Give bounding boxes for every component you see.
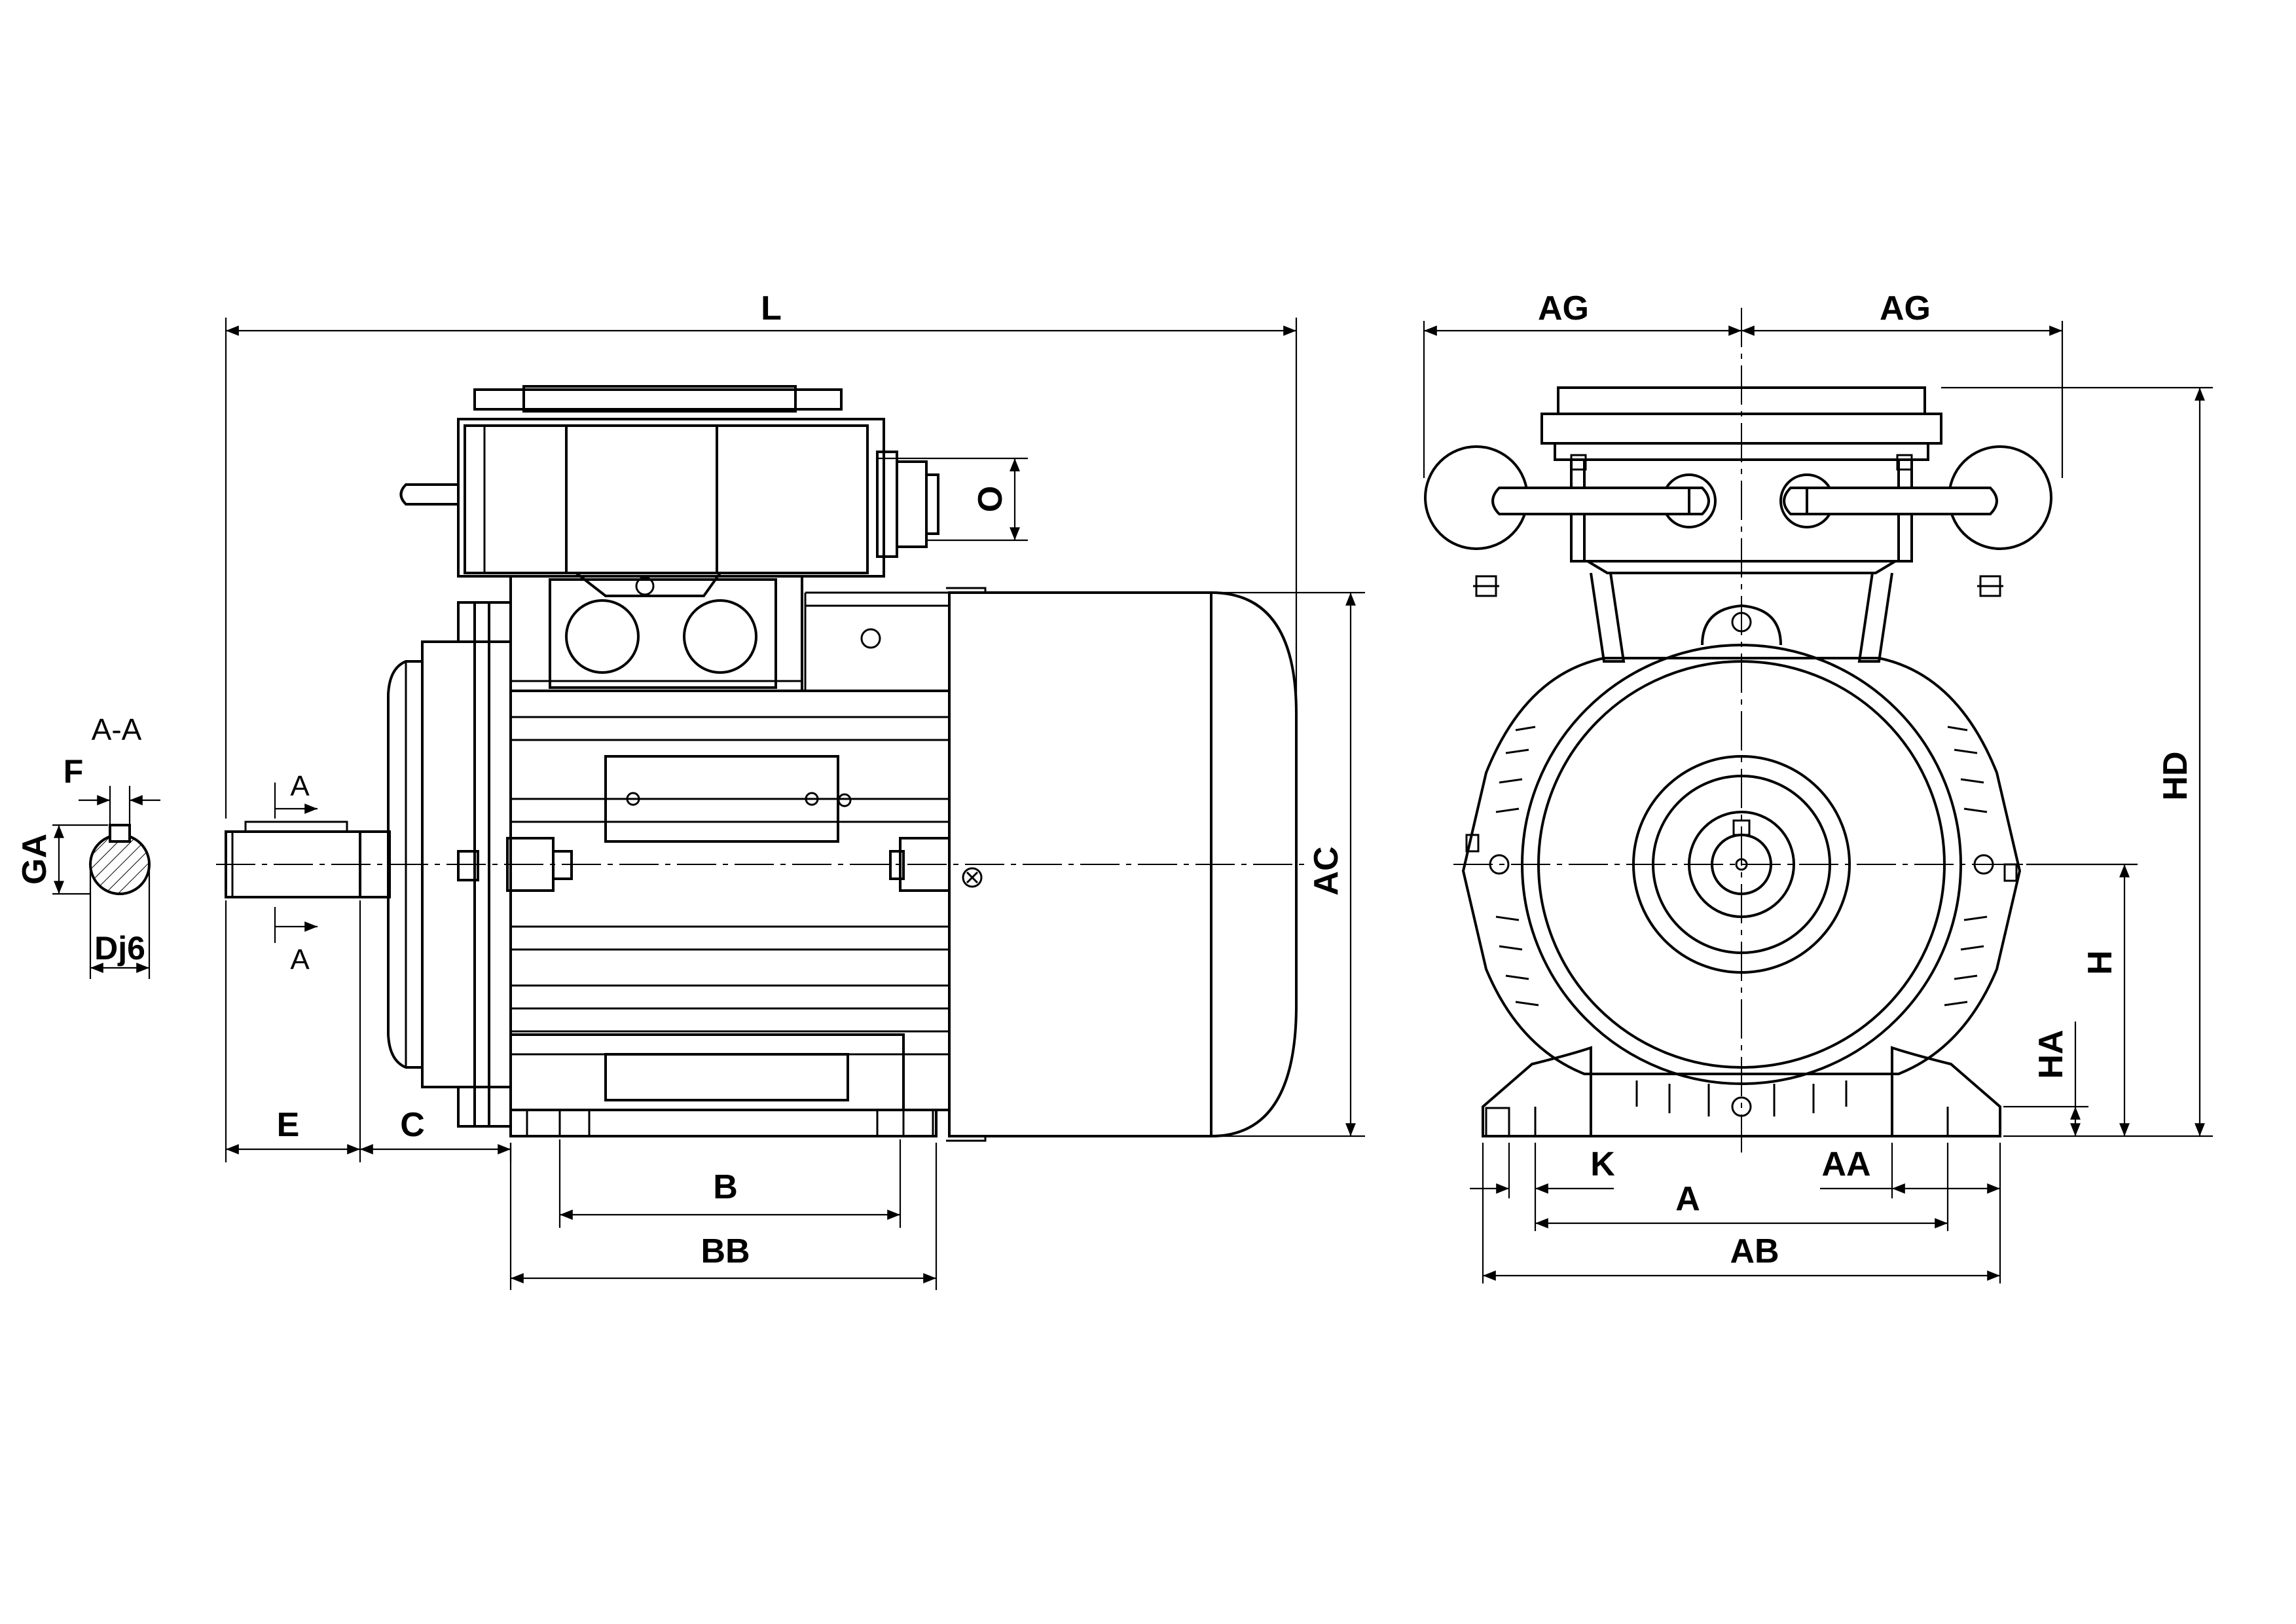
label-K: K	[1590, 1145, 1615, 1183]
terminal-box	[399, 385, 939, 692]
label-F: F	[64, 753, 84, 790]
shaft	[225, 821, 391, 898]
dim-AC: AC	[1218, 591, 1365, 1137]
dim-HD: HD	[1941, 386, 2213, 1137]
section-title: A-A	[92, 712, 142, 747]
dim-BB: BB	[509, 1143, 938, 1290]
side-view: L O AC E C	[216, 289, 1365, 1290]
label-E: E	[277, 1106, 300, 1144]
label-HD: HD	[2157, 751, 2195, 800]
fan-cover	[946, 587, 1298, 1142]
section-mark-top: A	[290, 770, 310, 802]
motor-body	[506, 591, 951, 1111]
label-H: H	[2081, 950, 2119, 975]
label-BB: BB	[701, 1232, 750, 1270]
label-AA: AA	[1821, 1145, 1870, 1183]
label-AB: AB	[1730, 1232, 1779, 1270]
dim-L: L	[225, 289, 1298, 819]
dim-bottom-front: K AA A AB	[1470, 1143, 2001, 1283]
dim-H: H	[2026, 863, 2138, 1136]
dim-B: B	[558, 1139, 902, 1228]
label-B: B	[713, 1168, 738, 1206]
label-GA: GA	[16, 834, 54, 885]
label-AC: AC	[1307, 846, 1345, 895]
label-A: A	[1675, 1180, 1700, 1218]
label-C: C	[400, 1106, 425, 1144]
dim-HA: HA	[2003, 1022, 2088, 1136]
section-marks: A A	[274, 770, 318, 976]
label-AG-right: AG	[1880, 289, 1931, 327]
shaft-section-A-A: A-A F GA Dj6	[16, 712, 160, 979]
cable-handles	[1424, 445, 2052, 597]
label-L: L	[761, 289, 782, 327]
section-mark-bottom: A	[290, 944, 310, 976]
label-AG-left: AG	[1538, 289, 1589, 327]
dim-E-C: E C	[225, 900, 512, 1162]
motor-feet	[509, 1109, 938, 1137]
label-O: O	[972, 486, 1010, 512]
dim-AG: AG AG	[1423, 289, 2064, 478]
dim-O: O	[877, 457, 1028, 542]
front-view: AG AG HD H HA	[1423, 289, 2213, 1283]
label-D: Dj6	[94, 930, 145, 967]
label-HA: HA	[2032, 1029, 2070, 1079]
